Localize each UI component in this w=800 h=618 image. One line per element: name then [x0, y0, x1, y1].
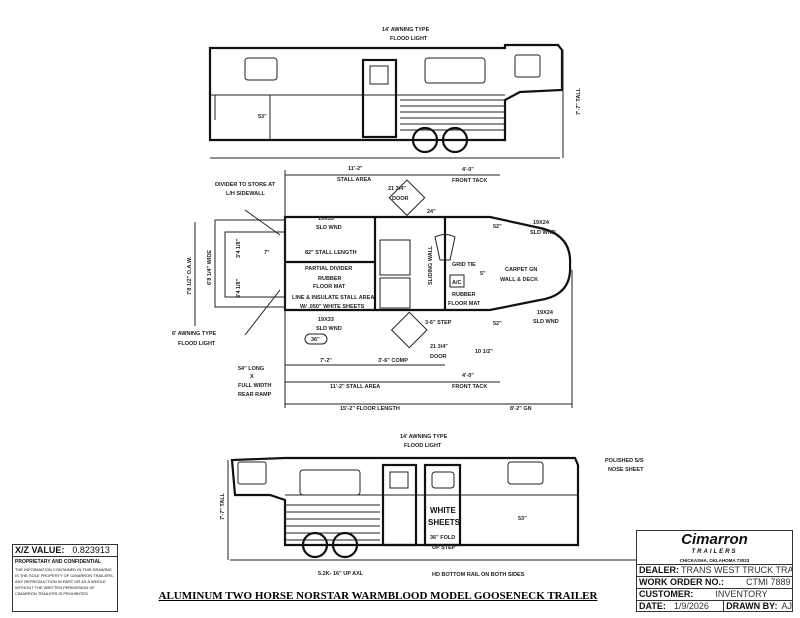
note: REAR RAMP	[238, 392, 272, 398]
window-label: SLD WND	[530, 230, 556, 236]
confidential-text: THE INFORMATION CONTAINED IN THIS DRAWIN…	[15, 567, 114, 596]
note: FULL WIDTH	[238, 383, 272, 389]
dim-label: 21 3/4"	[388, 186, 406, 192]
work-order-label: WORK ORDER NO.:	[639, 577, 724, 587]
dim-label: 3'4 1/8"	[236, 278, 242, 298]
dim-label: STALL AREA	[337, 177, 371, 183]
dim-label: 6'8 1/4" WIDE	[207, 250, 213, 285]
drawing-title: ALUMINUM TWO HORSE NORSTAR WARMBLOOD MOD…	[158, 590, 598, 602]
dim-label: 11'-2"	[348, 166, 363, 172]
dim-label: 3'-6" COMP	[378, 358, 408, 364]
xz-value-block: X/Z VALUE: 0.823913 PROPRIETARY AND CONF…	[12, 544, 118, 612]
dim-label: 52"	[493, 321, 502, 327]
title-block: Cimarron TRAILERS CHICKASHA, OKLAHOMA 73…	[636, 530, 793, 612]
dim-label: 4'-0"	[462, 373, 474, 379]
dim-label: 8'-2" GN	[510, 406, 532, 412]
note: LINE & INSULATE STALL AREA	[292, 295, 374, 301]
note: POLISHED S/S	[605, 458, 644, 464]
awning-label: 14' AWNING TYPE	[382, 27, 430, 33]
window-label: 19X33	[318, 216, 334, 222]
dim-label: 21 3/4"	[430, 344, 448, 350]
dim-label: 15'-2" FLOOR LENGTH	[340, 406, 400, 412]
note: WHITE	[430, 506, 456, 515]
note: L/H SIDEWALL	[226, 191, 265, 197]
note: 54" LONG	[238, 366, 264, 372]
note: FLOOR MAT	[448, 301, 481, 307]
dim-label: 24"	[427, 209, 436, 215]
bottom-side-view: 14' AWNING TYPE FLOOD LIGHT 7'-7" TALL W…	[220, 434, 644, 578]
dim-label: 11'-2" STALL AREA	[330, 384, 380, 390]
drawn-by-label: DRAWN BY:	[723, 601, 779, 611]
floor-plan: 11'-2" STALL AREA 4'-0" FRONT TACK DIVID…	[172, 166, 573, 412]
note: A/C	[452, 280, 462, 286]
note: 5.2K- 16" UP AXL	[318, 571, 364, 577]
dim-label: 7'-2"	[320, 358, 332, 364]
dim-label: DOOR	[430, 354, 447, 360]
note: X	[250, 374, 254, 380]
window-label: SLD WND	[316, 326, 342, 332]
awning-label: FLOOD LIGHT	[390, 36, 428, 42]
work-order-value: CTMI 7889	[746, 577, 791, 587]
window-label: SLD WND	[533, 319, 559, 325]
dealer-label: DEALER:	[639, 565, 679, 575]
note: W/ .050" WHITE SHEETS	[300, 304, 365, 310]
confidential-title: PROPRIETARY AND CONFIDENTIAL	[13, 556, 117, 567]
xz-label: X/Z VALUE:	[15, 545, 65, 555]
dim-label: 36"	[311, 337, 320, 343]
window-label: 19X33	[318, 317, 334, 323]
note: CARPET GN	[505, 267, 537, 273]
note: FLOOD LIGHT	[178, 341, 216, 347]
note: 3-6" STEP	[425, 320, 452, 326]
drawn-by-value: AJ	[781, 601, 792, 611]
date-label: DATE:	[639, 601, 666, 611]
customer-value: INVENTORY	[715, 589, 768, 599]
note: 6' AWNING TYPE	[172, 331, 217, 337]
dim-label: FRONT TACK	[452, 384, 487, 390]
cimarron-logo: Cimarron TRAILERS	[681, 531, 748, 555]
note: FLOOR MAT	[313, 284, 346, 290]
note: DIVIDER TO STORE AT	[215, 182, 276, 188]
dim-label: 7'8 1/2" O.A.W.	[187, 256, 193, 295]
address: CHICKASHA, OKLAHOMA 73023	[679, 558, 750, 563]
dealer-value: TRANS WEST TRUCK TRAILER RV	[681, 565, 792, 575]
dim-label: 3'4 1/8"	[236, 238, 242, 258]
awning-label: 14' AWNING TYPE	[400, 434, 448, 440]
dim-label: FRONT TACK	[452, 178, 487, 184]
top-side-view: 14' AWNING TYPE FLOOD LIGHT 53" 7'-7" TA…	[208, 27, 582, 159]
date-value: 1/9/2026	[673, 601, 709, 611]
window-label: SLD WND	[316, 225, 342, 231]
height-label: 7'-7" TALL	[220, 492, 226, 520]
note: 36" FOLD	[430, 535, 455, 541]
awning-label: FLOOD LIGHT	[404, 443, 442, 449]
dim-label: 52"	[493, 224, 502, 230]
dim-label: 10 1/2"	[475, 349, 493, 355]
xz-value: 0.823913	[72, 545, 110, 555]
note: SHEETS	[428, 518, 461, 527]
dim-label: 53"	[258, 114, 267, 120]
height-label: 7'-7" TALL	[576, 87, 582, 115]
note: NOSE SHEET	[608, 467, 644, 473]
customer-label: CUSTOMER:	[639, 589, 694, 599]
note: GRID TIE	[452, 262, 476, 268]
note: WALL & DECK	[500, 277, 538, 283]
dim-label: 82" STALL LENGTH	[305, 250, 357, 256]
note: RUBBER	[318, 276, 342, 282]
window-label: 19X24	[537, 310, 554, 316]
note: PARTIAL DIVIDER	[305, 266, 352, 272]
note: SLIDING WALL	[428, 245, 434, 285]
note: HD BOTTOM RAIL ON BOTH SIDES	[432, 572, 525, 578]
dim-label: 4'-0"	[462, 167, 474, 173]
note: UP STEP	[432, 545, 456, 551]
dim-label: 7"	[264, 250, 270, 256]
dim-label: DOOR	[392, 196, 409, 202]
dim-label: 5"	[480, 271, 486, 277]
note: RUBBER	[452, 292, 476, 298]
window-label: 19X24	[533, 220, 550, 226]
dim-label: 53"	[518, 516, 527, 522]
